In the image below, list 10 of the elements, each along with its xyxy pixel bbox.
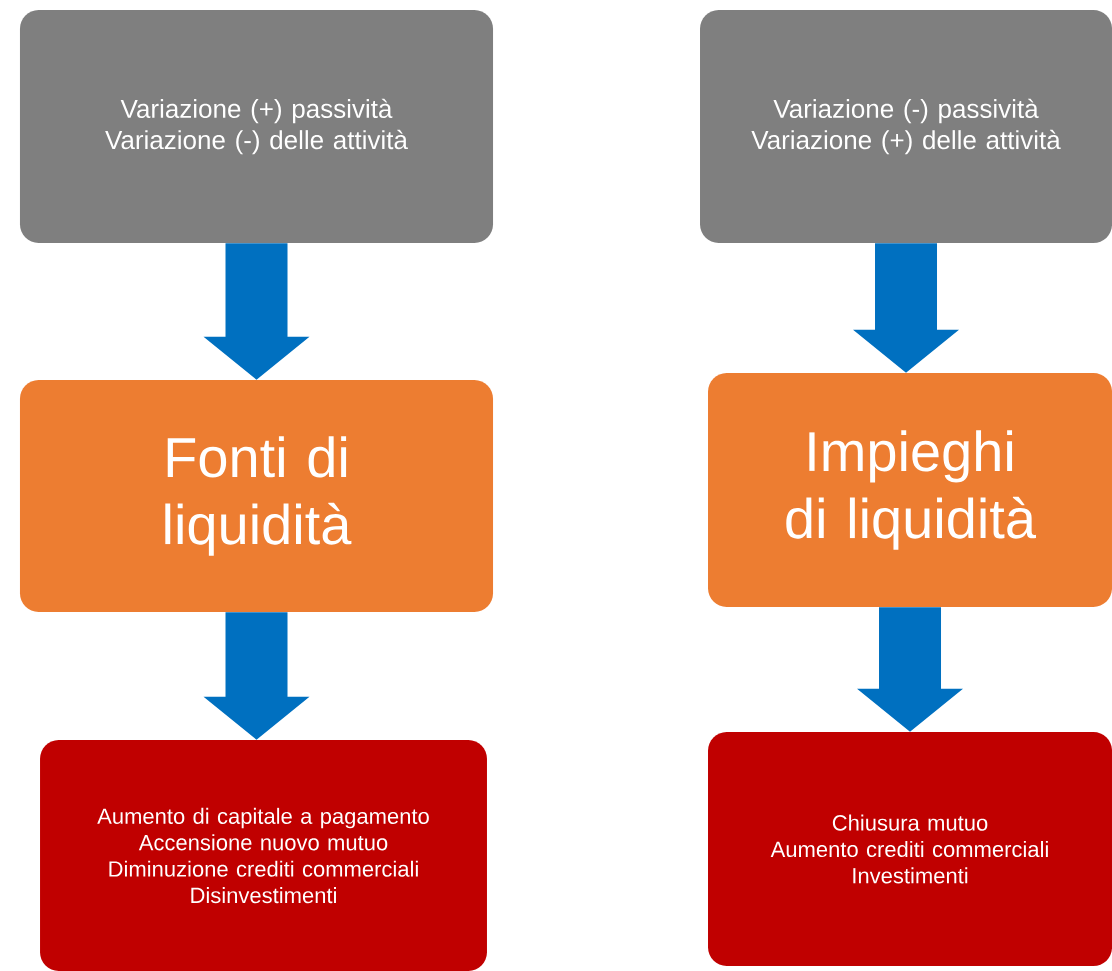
list-box: Chiusura mutuo Aumento crediti commerciali Investimenti <box>708 732 1112 966</box>
block-arrow <box>203 612 310 740</box>
block-arrow <box>203 243 310 380</box>
block-arrow <box>853 243 959 373</box>
block-arrow <box>857 607 963 732</box>
heading-box: Fonti di liquidità <box>19 380 494 612</box>
list-box: Aumento di capitale a pagamento Accensione nuovo mutuo Diminuzione crediti commerciali Disinvestimenti <box>40 740 487 971</box>
heading-box: Impieghi di liquidità <box>708 373 1112 607</box>
summary-box: Variazione (+) passività Variazione (-) delle attività <box>19 9 494 244</box>
summary-box: Variazione (-) passività Variazione (+) delle attività <box>700 9 1112 244</box>
